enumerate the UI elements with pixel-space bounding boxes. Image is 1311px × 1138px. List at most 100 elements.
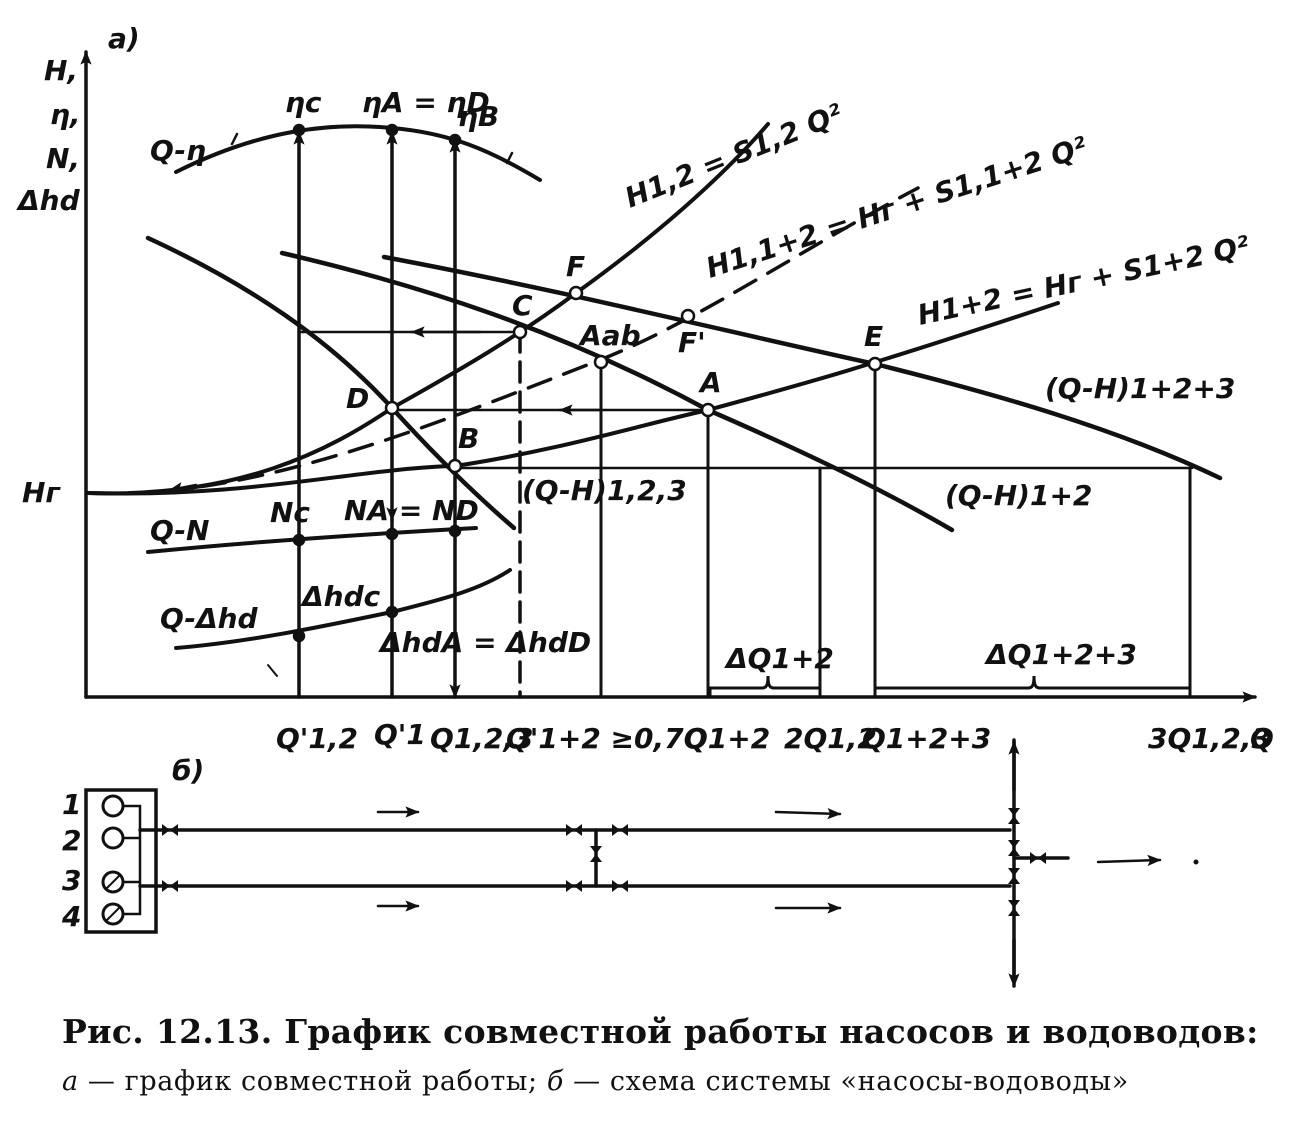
label-n-ad: NA = ND	[344, 494, 479, 527]
pump-number: 4	[61, 900, 81, 933]
label-q-eta: Q-η	[150, 134, 206, 167]
label-aab: Aab	[578, 319, 641, 352]
x-tick-label: Q'1	[374, 718, 426, 751]
label-q-n: Q-N	[150, 514, 209, 547]
label-c: C	[512, 289, 533, 322]
caption-b-text: — схема системы «насосы-водоводы»	[563, 1066, 1129, 1097]
pump-manifold	[121, 804, 142, 916]
valve-icon	[162, 880, 178, 892]
panel-a-chart	[80, 50, 1257, 703]
valve-icon	[1030, 852, 1046, 864]
label-q-dh: Q-Δhd	[160, 602, 259, 635]
pump-number: 3	[62, 864, 81, 897]
point-n-c	[292, 533, 306, 547]
brace-dq12	[708, 675, 822, 699]
caption-a-text: — график совместной работы;	[78, 1066, 547, 1097]
point-f1	[680, 308, 696, 324]
point-eta-b	[448, 133, 462, 147]
pump-station-box	[84, 788, 158, 934]
tick-mark	[230, 132, 239, 146]
valve-icon	[1008, 840, 1020, 856]
pump-hatch	[105, 874, 121, 890]
label-qh-123sum: (Q-H)1+2+3	[1045, 372, 1235, 405]
label-h12: H1,2 = S1,2 Q²	[620, 97, 848, 215]
x-tick-label: Q'1+2 ≥0,7Q	[506, 722, 707, 755]
label-qh-123: (Q-H)1,2,3	[522, 474, 687, 507]
label-n-c: Nc	[270, 496, 310, 529]
label-f: F	[566, 250, 585, 283]
curve-h12	[86, 122, 770, 496]
point-dh-ad	[385, 605, 399, 619]
valve-icon	[162, 824, 178, 836]
label-eta-c: ηc	[285, 86, 322, 119]
label-h1p2: H1+2 = Hг + S1+2 Q²	[915, 229, 1253, 332]
pump-number: 1	[62, 788, 81, 821]
curve-qh-1plus2plus3	[381, 254, 1223, 481]
x-tick-label: Q1+2+3	[862, 722, 991, 755]
pump-number: 2	[62, 824, 81, 857]
brace-label-dq123: ΔQ1+2+3	[984, 638, 1137, 671]
valves	[162, 808, 1046, 916]
label-e: E	[864, 320, 883, 353]
point-eta-c	[292, 123, 306, 137]
point-eta-ad	[385, 123, 399, 137]
point-d	[384, 400, 400, 416]
label-eta-b: ηB	[458, 100, 499, 133]
valve-icon	[612, 880, 628, 892]
point-c	[512, 324, 528, 340]
tick-mark	[505, 151, 514, 165]
chart-points	[292, 123, 883, 643]
point-dh-c	[292, 629, 306, 643]
y-axis-label: N,	[46, 142, 80, 175]
curve-q-eta	[174, 124, 542, 182]
label-dh-c: Δhdc	[300, 580, 381, 613]
pump-hatch	[105, 906, 121, 922]
label-d: D	[346, 382, 369, 415]
tick-mark	[267, 664, 278, 677]
label-qh-12: (Q-H)1+2	[945, 479, 1092, 512]
label-eta-ad: ηA = ηD	[362, 86, 490, 119]
pump-1	[101, 794, 125, 818]
x-axis-label: Q	[1250, 722, 1274, 755]
panel-a-tag: а)	[108, 22, 140, 55]
valve-icon	[566, 880, 582, 892]
x-tick-label: Q1+2	[684, 722, 770, 755]
valve-icon	[612, 824, 628, 836]
valve-icon	[1008, 900, 1020, 916]
hr-label: Hг	[22, 476, 61, 509]
x-tick-label: Q'1,2	[276, 722, 358, 755]
curve-h1plus2	[86, 301, 1060, 496]
valve-icon	[1008, 808, 1020, 824]
flow-arrow	[774, 808, 842, 820]
x-tick-label: 2Q1,2	[784, 722, 877, 755]
label-f1: F'	[678, 326, 706, 359]
label-dh-ad: ΔhdA = ΔhdD	[378, 626, 591, 659]
pump-2	[101, 826, 125, 850]
x-tick-label: 3Q1,2,3	[1148, 722, 1271, 755]
valve-icon	[1008, 868, 1020, 884]
point-aab	[593, 354, 609, 370]
caption-b-letter: б	[546, 1066, 564, 1097]
curve-qh-1plus2	[279, 250, 955, 533]
curve-q-dh	[174, 568, 512, 650]
outlet-arrow	[1096, 854, 1162, 867]
panel-b-scheme: б) 1 2 3 4	[61, 738, 1199, 988]
point-n-ad	[385, 527, 399, 541]
y-axis-label: Δhd	[16, 184, 81, 217]
y-axis-label: H,	[44, 54, 78, 87]
point-f	[568, 285, 584, 301]
brace-label-dq12: ΔQ1+2	[724, 642, 834, 675]
outlet-dot	[1193, 859, 1199, 865]
valve-icon	[566, 824, 582, 836]
point-n-b	[448, 524, 462, 538]
caption-subtitle: а — график совместной работы; б — схема …	[62, 1066, 1129, 1097]
curve-h1-1plus2	[86, 186, 920, 496]
point-e	[867, 356, 883, 372]
x-tick-label: Q1,2,3	[430, 722, 534, 755]
y-axis-label: η,	[50, 98, 81, 131]
point-b	[447, 458, 463, 474]
valve-icon	[590, 846, 602, 862]
panel-b-tag: б)	[172, 754, 204, 787]
caption-a-letter: а	[62, 1066, 79, 1097]
